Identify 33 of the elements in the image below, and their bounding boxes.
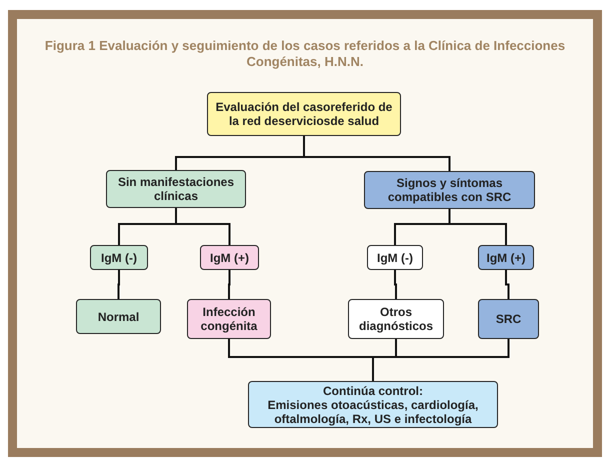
box-heading: Normal — [98, 310, 140, 324]
box-heading: Infección congénita — [200, 305, 258, 333]
box-heading: SRC — [496, 312, 522, 326]
follow-up-box — [248, 381, 498, 428]
outcome-box — [187, 299, 271, 339]
box-heading: IgM (-) — [377, 250, 413, 264]
outcome-box — [478, 299, 539, 339]
figure-title: Figura 1 Evaluación y seguimiento de los casos referidos a la Clínica de Infecciones Congénitas, H.N.N. — [44, 38, 566, 70]
result-box — [367, 245, 423, 270]
box-heading: IgM (+) — [210, 250, 249, 264]
box-heading: IgM (+) — [486, 250, 526, 264]
connector-line — [448, 209, 507, 245]
box-heading: Evaluación del casoreferido de la red deserviciosde salud — [214, 100, 394, 128]
outcome-box — [76, 299, 161, 334]
result-box — [478, 245, 534, 270]
connector-line — [372, 339, 510, 381]
connector-line — [118, 270, 120, 299]
category-box — [364, 171, 535, 209]
box-heading: Signos y síntomas compatibles con SRC — [386, 176, 512, 204]
result-box — [90, 245, 148, 270]
process-box — [207, 92, 401, 136]
result-box — [200, 245, 259, 270]
outcome-box — [348, 299, 444, 339]
category-box — [106, 170, 246, 208]
box-text: Emisiones otoacústicas, cardiología, oftalmología, Rx, US e infectología — [266, 398, 480, 426]
connector-line — [505, 270, 510, 299]
box-heading: Otros diagnósticos — [358, 305, 434, 333]
connector-line — [228, 270, 230, 299]
box-heading: IgM (-) — [101, 250, 137, 264]
box-heading: Sin manifestaciones clínicas — [116, 175, 236, 203]
box-heading: Continúa control: — [323, 384, 423, 398]
connector-line — [303, 136, 450, 171]
connector-line — [394, 270, 397, 299]
